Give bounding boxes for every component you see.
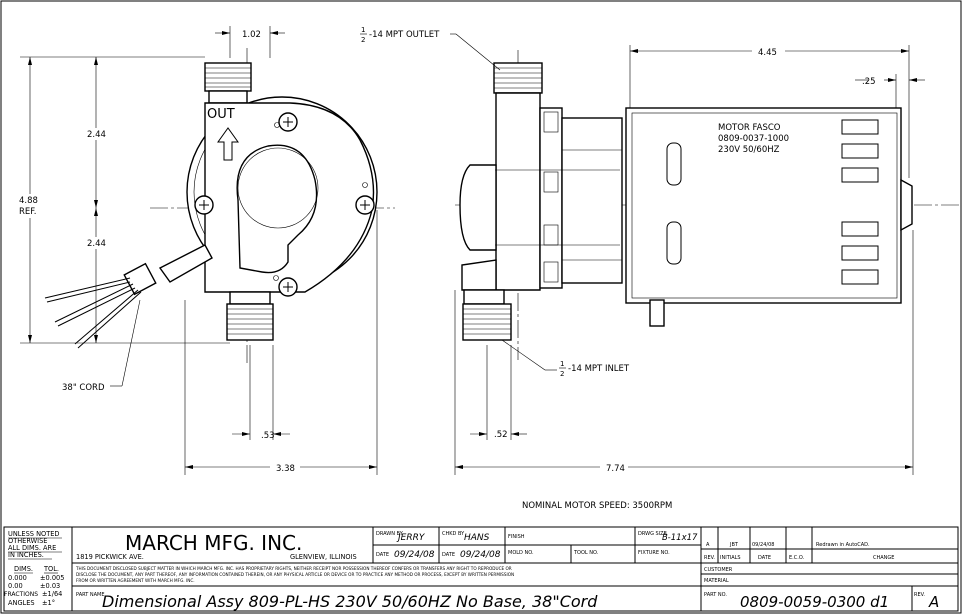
drwg-size-label: DRWG SIZE [638,531,667,537]
drwg-size: B-11x17 [662,533,698,543]
disclaimer-line1: THIS DOCUMENT DISCLOSED SUBJECT MATTER I… [75,566,512,571]
motor-vents [841,119,879,285]
tol-row-3-tol: ±1/64 [42,590,62,598]
part-no: 0809-0059-0300 d1 [740,593,889,611]
disclaimer-line2: DISCLOSE THE DOCUMENT, ANY PART THEREOF,… [76,572,514,577]
dim-overall-height: 4.88 [19,196,38,206]
outlet-fitting-front [204,62,252,92]
dims-header: DIMS. [14,565,33,573]
drawn-by-label: DRAWN BY [376,531,404,537]
drawn-by: JERRY [396,533,426,543]
motor-end-cap [900,178,913,232]
dim-motor-length: 4.45 [758,48,777,58]
company-city: GLENVIEW, ILLINOIS [290,553,357,561]
tol-row-2-dim: 0.00 [8,582,23,590]
rev-row-rev: A [706,542,710,548]
tol-line-3: ALL DIMS. ARE [8,544,56,552]
part-no-label: PART NO. [704,592,727,598]
side-view: MOTOR FASCO 0809-0037-1000 230V 50/60HZ … [360,26,960,475]
chkd-by-label: CHKD BY [442,531,465,537]
finish-label: FINISH [508,534,525,540]
dim-front-width: 3.38 [276,464,295,474]
inlet-fitting-front [226,303,274,341]
drawn-date-label: DATE [376,552,389,558]
dim-upper-half: 2.44 [87,130,106,140]
dim-overall-length: 7.74 [606,464,625,474]
dim-overall-height-ref: REF. [19,207,37,217]
rev-header-rev: REV. [704,555,715,561]
rev-row-date: 09/24/08 [752,542,774,548]
motor-line1: MOTOR FASCO [718,123,781,133]
cord-note: 38" CORD [62,383,105,393]
inlet-fraction-den: 2 [560,370,564,378]
tol-row-2-tol: ±0.03 [40,582,60,590]
rev-header-change: CHANGE [873,555,894,561]
outlet-note: -14 MPT OUTLET [369,30,440,40]
tol-header: TOL. [43,565,59,573]
tol-line-2: OTHERWISE [8,537,47,545]
front-view: OUT 1.02 [16,26,395,475]
mounting-screws [194,112,375,297]
rev-header-eco: E.C.O. [789,555,805,561]
dim-inlet-offset-front: .53 [261,431,275,441]
tol-row-4-dim: ANGLES [8,599,35,607]
mold-label: MOLD NO. [508,550,534,556]
part-name-label: PART NAME [76,592,105,598]
tol-row-4-tol: ±1° [42,599,55,607]
rev-row-initials: JBT [729,542,739,548]
drawn-date: 09/24/08 [394,550,435,560]
company-name: MARCH MFG. INC. [125,531,302,555]
rev-header-date: DATE [758,555,771,561]
tool-label: TOOL NO. [573,550,599,556]
inlet-fitting-side [462,303,512,341]
part-name: Dimensional Assy 809-PL-HS 230V 50/60HZ … [102,592,598,611]
tol-row-1-dim: 0.000 [8,574,27,582]
fixture-label: FIXTURE NO. [638,550,670,556]
rev-header-initials: INITIALS [720,555,741,561]
dim-top-offset: 1.02 [242,30,261,40]
adapter-plate [539,107,563,289]
chkd-date-label: DATE [442,552,455,558]
dim-inlet-offset-side: .52 [494,430,508,440]
chkd-date: 09/24/08 [460,550,501,560]
outlet-fraction-num: 1 [361,26,365,34]
rev-row-change: Redrawn in AutoCAD. [816,542,870,548]
dim-end-offset: .25 [862,77,876,87]
customer-label: CUSTOMER [704,567,733,573]
dim-lower-half: 2.44 [87,239,106,249]
tol-line-4: IN INCHES. [8,551,44,559]
motor-line3: 230V 50/60HZ [718,145,780,155]
motor-speed-note: NOMINAL MOTOR SPEED: 3500RPM [522,501,672,511]
power-cord [44,244,213,349]
tol-line-1: UNLESS NOTED [8,530,59,538]
out-label: OUT [207,107,235,122]
cord-exit [649,299,665,327]
pump-head-side [495,92,541,291]
motor-line2: 0809-0037-1000 [718,134,789,144]
title-block: UNLESS NOTED OTHERWISE ALL DIMS. ARE IN … [3,526,959,612]
disclaimer-line3: FROM OR WRITTEN AGREEMENT WITH MARCH MFG… [76,578,195,583]
outlet-fraction-den: 2 [361,36,365,44]
tol-row-1-tol: ±0.005 [40,574,64,582]
chkd-by: HANS [464,533,490,543]
flow-arrow-icon [217,127,239,161]
inlet-note: -14 MPT INLET [568,364,630,374]
material-label: MATERIAL [704,578,729,584]
rev-label: REV. [914,592,925,598]
company-address: 1819 PICKWICK AVE. [76,553,144,561]
inlet-fraction-num: 1 [560,360,564,368]
tol-row-3-dim: FRACTIONS [4,591,38,598]
rev-value: A [928,593,939,611]
